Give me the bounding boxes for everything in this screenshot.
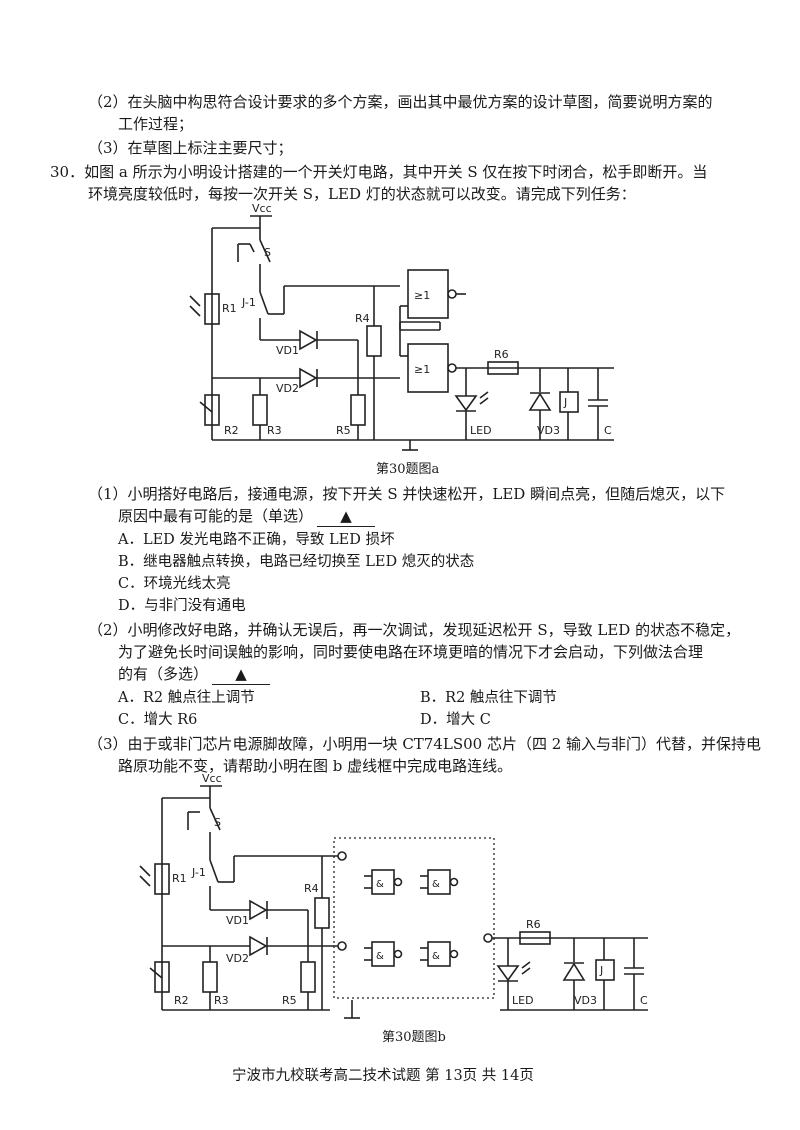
label-vd3: VD3 xyxy=(537,424,560,437)
sub1-question: （1）小明搭好电路后，接通电源，按下开关 S 并快速松开，LED 瞬间点亮，但随… xyxy=(88,485,726,503)
sub2-question-text: 的有（多选） xyxy=(118,665,209,683)
q29-item2-cont: 工作过程； xyxy=(118,115,194,133)
label-r3: R3 xyxy=(267,424,282,437)
answer-blank-2[interactable]: ▲ xyxy=(212,664,271,685)
q29-item2: （2）在头脑中构思符合设计要求的多个方案，画出其中最优方案的设计草图，简要说明方… xyxy=(88,93,713,111)
sub3-question: （3）由于或非门芯片电源脚故障，小明用一块 CT74LS00 芯片（四 2 输入… xyxy=(88,735,762,753)
sub1-option-c: C．环境光线太亮 xyxy=(118,576,231,592)
label-j1: J-1 xyxy=(241,296,256,309)
q29-item3: （3）在草图上标注主要尺寸； xyxy=(88,139,293,157)
sub1-option-a: A．LED 发光电路不正确，导致 LED 损坏 xyxy=(118,532,395,548)
figure-a-caption: 第30题图a xyxy=(376,462,440,477)
label-led: LED xyxy=(470,424,492,437)
label-r6: R6 xyxy=(494,348,509,361)
sub1-option-d: D．与非门没有通电 xyxy=(118,598,246,614)
sub2-option-c: C．增大 R6 xyxy=(118,712,198,728)
label-c: C xyxy=(604,424,612,437)
sub1-question-cont: 原因中最有可能的是（单选）▲ xyxy=(118,506,376,527)
sub3-question-cont: 路原功能不变，请帮助小明在图 b 虚线框中完成电路连线。 xyxy=(118,757,513,775)
label-r5: R5 xyxy=(336,424,351,437)
label-s: S xyxy=(264,246,271,259)
q30-stem-cont: 环境亮度较低时，每按一次开关 S，LED 灯的状态就可以改变。请完成下列任务： xyxy=(88,185,636,203)
answer-blank-1[interactable]: ▲ xyxy=(317,506,376,527)
sub1-option-b: B．继电器触点转换，电路已经切换至 LED 熄灭的状态 xyxy=(118,554,475,570)
label-vd2: VD2 xyxy=(276,382,299,395)
sub2-option-d: D．增大 C xyxy=(420,712,491,728)
sub2-question-cont2: 的有（多选）▲ xyxy=(118,664,271,685)
sub1-question-text: 原因中最有可能的是（单选） xyxy=(118,507,314,525)
sub2-question-cont: 为了避免长时间误触的影响，同时要使电路在环境更暗的情况下才会启动，下列做法合理 xyxy=(118,643,704,661)
label-j: J xyxy=(563,396,567,409)
sub2-option-b: B．R2 触点往下调节 xyxy=(420,690,557,706)
page-footer: 宁波市九校联考高二技术试题 第 13页 共 14页 xyxy=(232,1068,534,1084)
gate1-label: ≥1 xyxy=(414,289,430,302)
gate2-label: ≥1 xyxy=(414,363,430,376)
label-r2: R2 xyxy=(224,424,239,437)
label-r1: R1 xyxy=(222,302,237,315)
q30-stem: 30．如图 a 所示为小明设计搭建的一个开关灯电路，其中开关 S 仅在按下时闭合… xyxy=(50,163,708,181)
figure-b-caption: 第30题图b xyxy=(382,1030,446,1045)
label-r4: R4 xyxy=(355,312,370,325)
sub2-question: （2）小明修改好电路，并确认无误后，再一次调试，发现延迟松开 S，导致 LED … xyxy=(88,621,741,639)
sub2-option-a: A．R2 触点往上调节 xyxy=(118,690,255,706)
label-vd1: VD1 xyxy=(276,344,299,357)
label-vcc: Vcc xyxy=(252,202,272,215)
